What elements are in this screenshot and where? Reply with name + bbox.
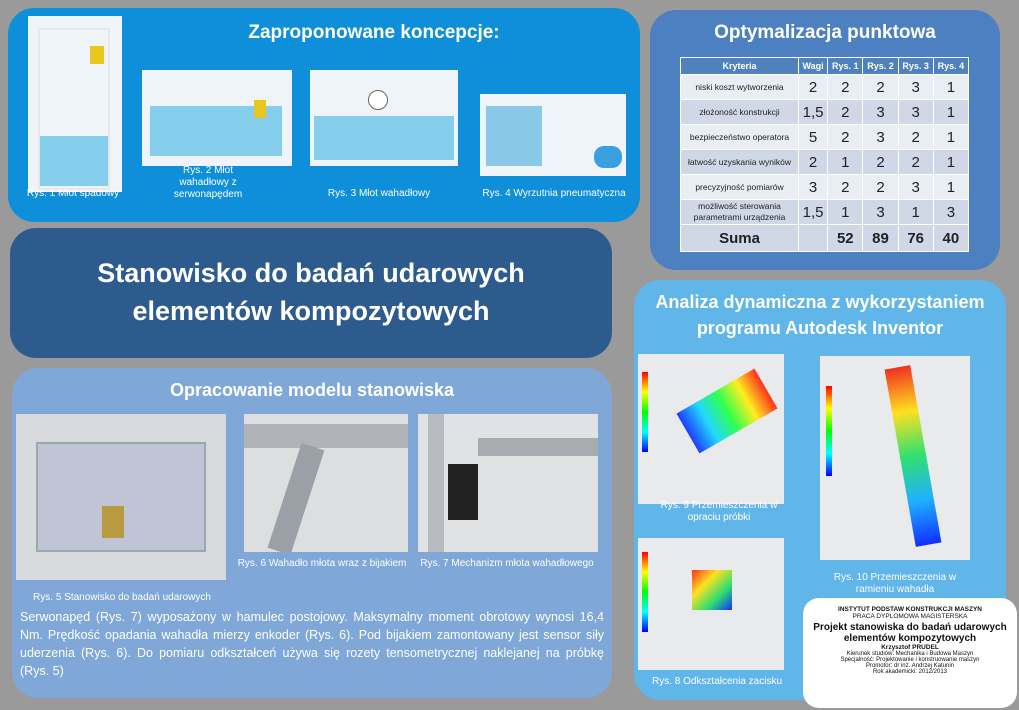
sum-cell: 89 bbox=[862, 224, 899, 252]
table-cell: 5 bbox=[797, 124, 829, 150]
table-cell: 3 bbox=[797, 174, 829, 200]
model-caption-6: Rys. 6 Wahadło młota wraz z bijakiem bbox=[237, 558, 407, 569]
concept-image-2 bbox=[142, 70, 292, 166]
table-cell: 2 bbox=[862, 149, 899, 175]
table-cell: 3 bbox=[862, 199, 899, 225]
thesis-type: PRACA DYPLOMOWA MAGISTERSKA bbox=[852, 613, 968, 620]
col-header: Rys. 1 bbox=[827, 57, 864, 75]
sum-cell: 52 bbox=[827, 224, 864, 252]
institute: INSTYTUT PODSTAW KONSTRUKCJI MASZYN bbox=[838, 606, 982, 613]
concept-image-4 bbox=[480, 94, 626, 176]
main-title-panel: Stanowisko do badań udarowych elementów … bbox=[10, 228, 612, 358]
table-cell: 1 bbox=[827, 199, 864, 225]
optimization-panel: Optymalizacja punktowa Kryteria Wagi Rys… bbox=[650, 10, 1000, 270]
thesis-title-2: elementów kompozytowych bbox=[843, 633, 977, 644]
sum-cell: Suma bbox=[680, 224, 799, 252]
fea-image-8 bbox=[638, 538, 784, 670]
table-cell: 3 bbox=[897, 99, 934, 125]
fea-image-9 bbox=[638, 354, 784, 504]
col-header: Rys. 3 bbox=[897, 57, 934, 75]
table-cell: 3 bbox=[862, 124, 899, 150]
model-image-6 bbox=[244, 414, 408, 552]
table-cell: 1 bbox=[932, 149, 970, 175]
table-cell: 2 bbox=[827, 99, 864, 125]
thesis-title-1: Projekt stanowiska do badań udarowych bbox=[813, 622, 1007, 633]
criterion-cell: możliwość sterowania parametrami urządze… bbox=[680, 199, 799, 225]
table-cell: 3 bbox=[932, 199, 970, 225]
table-cell: 2 bbox=[797, 149, 829, 175]
concept-caption-2: Rys. 2 Młot wahadłowy z serwonapędem bbox=[173, 165, 243, 200]
model-title: Opracowanie modelu stanowiska bbox=[169, 380, 455, 400]
main-title-line2: elementów kompozytowych bbox=[132, 296, 490, 326]
table-cell: 3 bbox=[897, 74, 934, 100]
table-cell: 2 bbox=[827, 174, 864, 200]
criterion-cell: niski koszt wytworzenia bbox=[680, 74, 799, 100]
criterion-cell: bezpieczeństwo operatora bbox=[680, 124, 799, 150]
table-cell: 3 bbox=[897, 174, 934, 200]
sum-cell: 76 bbox=[897, 224, 934, 252]
table-cell: 1,5 bbox=[797, 199, 829, 225]
table-cell: 1 bbox=[897, 199, 934, 225]
concepts-panel: Zaproponowane koncepcje: Rys. 1 Młot spa… bbox=[8, 8, 640, 222]
thesis-info-box: INSTYTUT PODSTAW KONSTRUKCJI MASZYN PRAC… bbox=[803, 598, 1017, 708]
sum-cell bbox=[797, 224, 829, 252]
fea-image-10 bbox=[820, 356, 970, 560]
table-cell: 2 bbox=[862, 74, 899, 100]
table-cell: 3 bbox=[862, 99, 899, 125]
table-cell: 2 bbox=[827, 74, 864, 100]
fea-caption-9: Rys. 9 Przemieszczenia w opraciu próbki bbox=[660, 500, 778, 523]
table-cell: 1,5 bbox=[797, 99, 829, 125]
table-cell: 1 bbox=[932, 124, 970, 150]
model-panel: Opracowanie modelu stanowiska Rys. 5 Sta… bbox=[12, 368, 612, 698]
col-header: Wagi bbox=[797, 57, 829, 75]
promotor: Promotor: dr inż. Andrzej Katunin bbox=[865, 663, 955, 669]
sum-cell: 40 bbox=[932, 224, 970, 252]
model-caption-5: Rys. 5 Stanowisko do badań udarowych bbox=[33, 592, 211, 603]
specialization: Specjalność: Projektowanie i konstruowan… bbox=[840, 657, 980, 663]
concepts-title: Zaproponowane koncepcje: bbox=[248, 22, 500, 43]
col-header: Rys. 4 bbox=[932, 57, 970, 75]
model-caption-7: Rys. 7 Mechanizm młota wahadłowego bbox=[420, 558, 594, 569]
concept-caption-3: Rys. 3 Młot wahadłowy bbox=[327, 188, 431, 199]
fea-caption-8: Rys. 8 Odkształcenia zacisku bbox=[651, 676, 783, 687]
model-image-7 bbox=[418, 414, 598, 552]
field: Kierunek studiów: Mechanika i Budowa Mas… bbox=[846, 651, 974, 657]
table-row: możliwość sterowania parametrami urządze… bbox=[680, 199, 970, 225]
table-cell: 2 bbox=[797, 74, 829, 100]
analysis-title-line1: Analiza dynamiczna z wykorzystaniem bbox=[655, 292, 985, 312]
table-cell: 1 bbox=[932, 99, 970, 125]
table-cell: 1 bbox=[827, 149, 864, 175]
col-header: Kryteria bbox=[680, 57, 799, 75]
table-cell: 1 bbox=[932, 174, 970, 200]
academic-year: Rok akademicki: 2012/2013 bbox=[872, 669, 948, 675]
optimization-title: Optymalizacja punktowa bbox=[714, 22, 936, 43]
model-description: Serwonapęd (Rys. 7) wyposażony w hamulec… bbox=[20, 610, 604, 678]
main-title-line1: Stanowisko do badań udarowych bbox=[97, 258, 525, 288]
concept-image-3 bbox=[310, 70, 458, 166]
table-cell: 2 bbox=[827, 124, 864, 150]
concept-image-1 bbox=[28, 16, 122, 192]
criterion-cell: złożoność konstrukcji bbox=[680, 99, 799, 125]
concept-caption-4: Rys. 4 Wyrzutnia pneumatyczna bbox=[482, 188, 626, 199]
table-cell: 1 bbox=[932, 74, 970, 100]
author: Krzysztof PRUDEL bbox=[881, 644, 939, 651]
criterion-cell: precyzyjność pomiarów bbox=[680, 174, 799, 200]
table-cell: 2 bbox=[897, 124, 934, 150]
table-cell: 2 bbox=[862, 174, 899, 200]
analysis-title-line2: programu Autodesk Inventor bbox=[696, 318, 944, 338]
model-image-5 bbox=[16, 414, 226, 580]
optimization-table: Kryteria Wagi Rys. 1 Rys. 2 Rys. 3 Rys. … bbox=[680, 57, 970, 252]
fea-caption-10: Rys. 10 Przemieszczenia w ramieniu wahad… bbox=[833, 572, 957, 595]
table-cell: 2 bbox=[897, 149, 934, 175]
concept-caption-1: Rys. 1 Młot spadowy bbox=[26, 188, 120, 199]
col-header: Rys. 2 bbox=[862, 57, 899, 75]
criterion-cell: łatwość uzyskania wyników bbox=[680, 149, 799, 175]
